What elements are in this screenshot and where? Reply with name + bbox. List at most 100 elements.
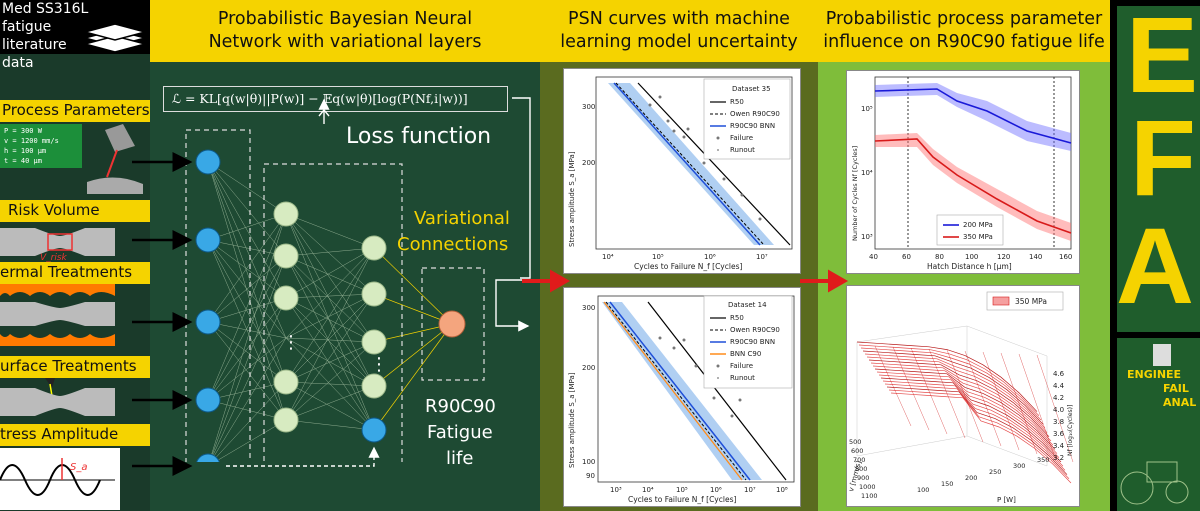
owen-line (615, 82, 765, 246)
output-node (438, 310, 466, 338)
laser-head-icon (87, 124, 143, 194)
bnn-band (602, 302, 762, 480)
v-tick: 1100 (861, 492, 878, 500)
sine-wave-icon: S_a (0, 448, 120, 510)
journal-letter: E (1126, 0, 1199, 115)
psn-plot-2-svg: Stress amplitude S_a [MPa] Cycles to Fai… (568, 295, 795, 504)
xtick: 10⁷ (756, 253, 768, 261)
z-tick: 3.8 (1053, 418, 1064, 426)
bnn-header-line: Probabilistic Bayesian Neural (217, 9, 473, 29)
surface-line (880, 377, 1062, 463)
section-stress-amplitude: tress Amplitude (0, 424, 150, 446)
xtick: 10⁶ (704, 253, 716, 261)
hidden-node (273, 243, 299, 269)
xlabel: Cycles to Failure N_f [Cycles] (628, 495, 736, 504)
bnn-header-line: Network with variational layers (208, 32, 482, 52)
psn-plot-2: Stress amplitude S_a [MPa] Cycles to Fai… (563, 287, 801, 507)
process-header: Probabilistic process parameter influenc… (818, 0, 1110, 62)
ytick: 200 (582, 159, 595, 167)
tractor-icon (1120, 461, 1189, 505)
surface-line (888, 389, 1070, 480)
output-label-3: life (446, 448, 474, 469)
param-line: P = 300 W (4, 127, 42, 135)
surface-line (1000, 352, 1038, 455)
legend-entry: 350 MPa (1015, 297, 1047, 306)
owen-line (605, 301, 747, 481)
xtick: 160 (1059, 253, 1072, 261)
bnn-header: Probabilistic Bayesian Neural Network wi… (150, 0, 540, 62)
journal-letter: F (1130, 97, 1196, 218)
journal-title-line: FAIL (1163, 382, 1189, 395)
r50-line (637, 82, 791, 246)
v-tick: 1000 (859, 483, 876, 491)
section-label: Risk Volume (8, 201, 100, 219)
psn-header-line: PSN curves with machine (568, 9, 790, 29)
variational-label-1: Variational (414, 208, 510, 229)
xtick: 40 (869, 253, 878, 261)
ylabel: Number of Cycles Nf [Cycles] (851, 146, 859, 241)
xtick: 80 (935, 253, 944, 261)
input-node (195, 227, 221, 253)
legend-entry: Dataset 35 (732, 85, 771, 93)
input-node (195, 387, 221, 413)
surface-line (876, 371, 1058, 454)
legend-entry: BNN C90 (730, 350, 761, 358)
hatch-plot: Number of Cycles Nf [Cycles] Hatch Dista… (846, 70, 1080, 274)
param-line: t = 40 μm (4, 157, 42, 165)
xtick: 10⁵ (652, 253, 664, 261)
section-label: urface Treatments (0, 357, 137, 375)
surface-line (910, 347, 948, 435)
section-thermal-treatments: ermal Treatments (0, 262, 150, 284)
stack-icon (82, 23, 148, 53)
r90c90-bnn-line (613, 82, 761, 246)
ytick: 90 (586, 472, 595, 480)
failure-points (658, 336, 742, 418)
z-tick: 4.6 (1053, 370, 1065, 378)
legend-box (703, 78, 791, 160)
xtick: 10³ (610, 486, 622, 494)
neural-network-diagram: ⋮⋮ (185, 129, 485, 462)
journal-cover-top (1117, 6, 1200, 332)
bias-node (361, 417, 387, 443)
xtick: 100 (965, 253, 978, 261)
literature-header-text: Med SS316L fatigue literature data (2, 1, 89, 71)
ellipsis: ⋮ (370, 354, 388, 375)
surface-line (864, 353, 1046, 429)
z-axis-label: Nf [log₁₀(Cycles)] (1067, 405, 1074, 456)
xtick: 140 (1029, 253, 1042, 261)
z-tick: 4.0 (1053, 406, 1064, 414)
loss-arrow (318, 110, 330, 124)
publisher-logo (1153, 344, 1171, 366)
legend-entry: Failure (730, 362, 753, 370)
v-tick: 800 (855, 465, 867, 473)
v-tick: 900 (857, 474, 869, 482)
xtick: 10⁴ (602, 253, 614, 261)
hidden-node (273, 369, 299, 395)
surface-3d-plot-svg: 350 MPa v [mm/s] P [W] Nf [log₁₀(Cycles)… (847, 291, 1074, 504)
xtick: 10⁸ (776, 486, 788, 494)
hidden-node (361, 235, 387, 261)
legend-entry: Failure (730, 134, 753, 142)
surface-line (874, 345, 912, 427)
ytick: 100 (582, 458, 595, 466)
xtick: 10⁵ (676, 486, 688, 494)
z-tick: 3.4 (1053, 442, 1065, 450)
p-tick: 100 (917, 486, 929, 494)
legend-entry: Dataset 14 (728, 301, 767, 309)
legend-entry: Owen R90C90 (730, 326, 780, 334)
param-card: P = 300 W v = 1200 mm/s h = 100 μm t = 4… (0, 124, 82, 168)
curve-350 (874, 138, 1072, 234)
psn-plot-1: Stress amplitude S_a [MPa] Cycles to Fai… (563, 68, 801, 274)
ytick: 10⁵ (861, 105, 873, 113)
param-line: v = 1200 mm/s (4, 137, 59, 145)
hidden-node (361, 329, 387, 355)
loss-label: Loss function (346, 124, 492, 149)
xtick: 60 (902, 253, 911, 261)
legend-entry: 200 MPa (963, 221, 993, 229)
journal-letter: A (1116, 205, 1194, 326)
section-label: ermal Treatments (0, 263, 133, 281)
legend-entry: 350 MPa (963, 233, 993, 241)
z-tick: 4.4 (1053, 382, 1065, 390)
surface-line (886, 386, 1068, 475)
